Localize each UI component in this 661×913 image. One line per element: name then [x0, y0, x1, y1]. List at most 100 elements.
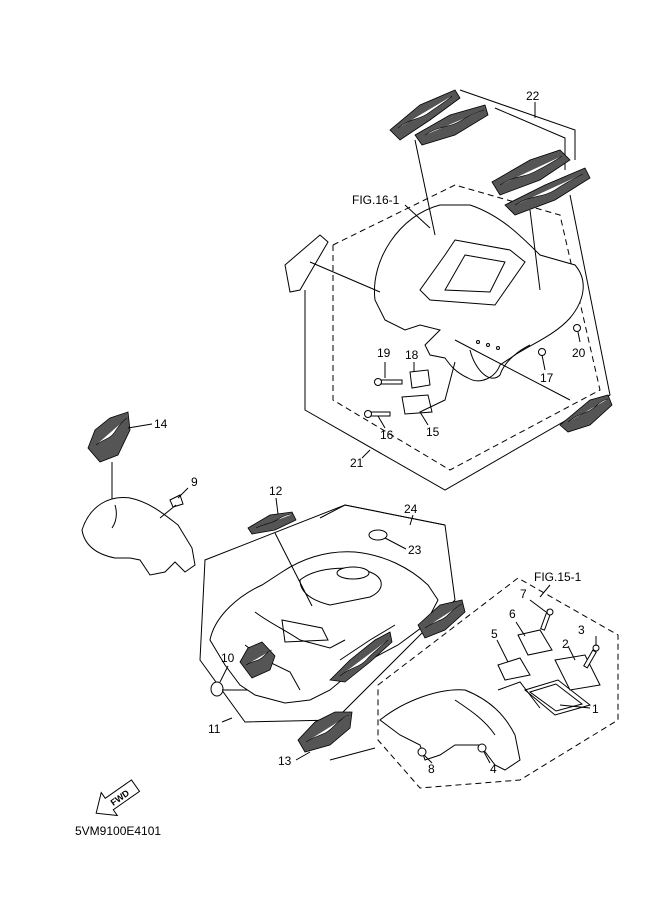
leader-rear-decal-c: [454, 339, 571, 401]
leader-part-12: [275, 497, 279, 515]
part-17-nut: [538, 348, 546, 356]
headlight-cover: [81, 496, 196, 576]
leader-part-5: [496, 639, 509, 663]
callout-13: 13: [278, 754, 292, 768]
headlight-cover-group: 14 9: [81, 411, 198, 576]
leader-part-4: [483, 751, 491, 764]
front-fender-body: [209, 551, 439, 704]
callout-14: 14: [154, 417, 168, 431]
leader-part-14: [127, 423, 153, 429]
rear-fender-mudflap: [469, 344, 531, 379]
diagram-code: 5VM9100E4101: [75, 824, 161, 838]
callout-7: 7: [520, 587, 527, 601]
leader-part-12-b: [274, 532, 313, 607]
rear-fender-rivet-b: [486, 343, 490, 347]
callout-4: 4: [490, 762, 497, 776]
front-fender-decal-rear: [417, 599, 466, 639]
callout-8: 8: [428, 762, 435, 776]
part-12-decal: [247, 511, 297, 535]
part-19-bolt: [374, 378, 403, 386]
leader-fig-16-1: [404, 204, 431, 229]
fig-15-1-dashed-box: [377, 577, 619, 789]
part-15-plate: [401, 394, 433, 415]
leader-part-15: [419, 361, 456, 426]
leader-part-13: [295, 751, 311, 761]
leader-rear-decal-b: [529, 209, 541, 291]
callout-12: 12: [269, 484, 283, 498]
callout-9: 9: [191, 475, 198, 489]
front-fender-grille: [281, 619, 329, 643]
part-20-nut: [573, 324, 581, 332]
leader-part-10: [219, 665, 229, 683]
part-6-plate: [517, 629, 553, 656]
part-10-emblem: [210, 681, 224, 697]
front-fender-decal-left: [239, 641, 276, 679]
rear-decal-right-upper: [491, 149, 571, 196]
front-fender-nose: [254, 611, 346, 649]
front-fender-seat-tank: [299, 567, 382, 606]
part-4-nut: [477, 743, 487, 753]
front-fender-decal-right: [329, 631, 393, 683]
leader-part-20: [577, 331, 581, 343]
rear-fender-seat-well: [419, 239, 526, 306]
callout-1: 1: [592, 702, 599, 716]
callout-10: 10: [221, 651, 235, 665]
callout-22: 22: [526, 89, 540, 103]
part-14-decal: [87, 411, 131, 463]
leader-part-17: [541, 354, 546, 371]
leader-part-7: [529, 599, 547, 613]
part-13-decal: [297, 711, 353, 753]
callout-19: 19: [377, 346, 391, 360]
callout-5: 5: [491, 627, 498, 641]
callout-18: 18: [405, 348, 419, 362]
leader-part-8: [423, 754, 433, 764]
front-fender-group: 12 24 23 10 11 13: [199, 484, 466, 768]
callout-17: 17: [540, 371, 554, 385]
front-panel-group: FIG.15-1 7 6 3 5 2 1 8 4: [377, 570, 619, 789]
callout-20: 20: [572, 346, 586, 360]
leader-part-13-b: [329, 747, 376, 761]
front-panel-inner: [454, 699, 496, 736]
callout-6: 6: [509, 607, 516, 621]
part-9-plate: [169, 494, 184, 508]
callout-21: 21: [350, 456, 364, 470]
callout-15: 15: [426, 425, 440, 439]
callout-24: 24: [404, 502, 418, 516]
leader-part-1: [559, 704, 591, 709]
rear-fender-group: FIG.16-1 22 19 18 20 17 16 15 21: [284, 89, 613, 491]
leader-fig-15-1-b: [497, 681, 541, 709]
part-8-nut: [417, 747, 427, 757]
leader-part-16: [377, 415, 386, 429]
callout-3: 3: [578, 623, 585, 637]
leader-part-9-b: [159, 504, 177, 519]
rear-decal-right-lower: [504, 167, 591, 216]
part-5-plate: [497, 657, 531, 681]
fig-16-1-dashed-box: [332, 184, 601, 471]
front-panel-body: [379, 689, 521, 771]
leader-side-flap: [309, 261, 381, 293]
fig-15-1-label: FIG.15-1: [534, 570, 582, 584]
rear-fender-rivet-c: [496, 346, 500, 350]
leader-part-6: [515, 621, 526, 637]
part-1-plate-inner: [528, 683, 584, 712]
leader-part-21: [361, 449, 371, 459]
part-16-bolt: [364, 410, 391, 418]
fig-16-1-label: FIG.16-1: [352, 193, 400, 207]
leader-part-2: [567, 645, 576, 661]
part-3-bolt: [583, 644, 600, 669]
leader-rear-decal-a: [414, 139, 436, 236]
rear-decal-bottom: [559, 394, 613, 433]
part-7-bolt: [540, 608, 554, 631]
leader-part-24: [409, 514, 414, 526]
callout-23: 23: [408, 543, 422, 557]
rear-fender-rivet-a: [476, 340, 480, 344]
rear-side-flap: [284, 234, 329, 293]
headlight-cover-ridge: [111, 504, 117, 529]
fwd-arrow-shape: [95, 779, 141, 817]
fwd-arrow: FWD: [95, 779, 141, 817]
rear-decal-left-lower: [414, 104, 489, 146]
part-18-plate: [409, 369, 431, 389]
callout-11: 11: [208, 722, 221, 736]
rear-fender-body: [373, 204, 584, 382]
